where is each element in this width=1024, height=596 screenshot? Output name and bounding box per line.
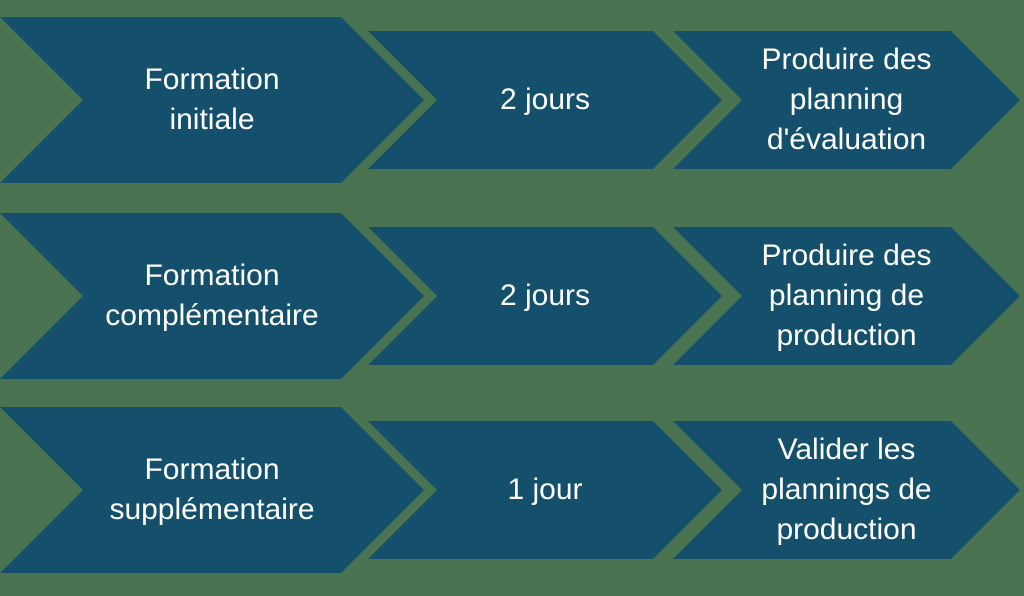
step-label: 2 jours [499,279,591,313]
process-row: Formation initiale 2 jours Produire des … [0,17,1024,183]
chevron-step: Produire des planning de production [673,227,1020,365]
step-label: Valider les plannings de production [761,433,932,546]
step-label: Formation initiale [144,63,280,136]
step-label: Formation supplémentaire [109,453,315,526]
chevron-step: Formation supplémentaire [0,407,424,573]
process-row: Formation complémentaire 2 jours Produir… [0,213,1024,379]
chevron-step: Produire des planning d'évaluation [673,31,1020,169]
step-label: 1 jour [507,473,583,507]
chevron-step: 2 jours [368,227,722,365]
step-label: Produire des planning d'évaluation [761,43,932,156]
chevron-step: Valider les plannings de production [673,421,1020,559]
chevron-step: Formation initiale [0,17,424,183]
step-label: Produire des planning de production [761,239,932,352]
chevron-step: Formation complémentaire [0,213,424,379]
process-row: Formation supplémentaire 1 jour Valider … [0,407,1024,573]
step-label: 2 jours [499,83,591,117]
step-label: Formation complémentaire [105,259,319,332]
